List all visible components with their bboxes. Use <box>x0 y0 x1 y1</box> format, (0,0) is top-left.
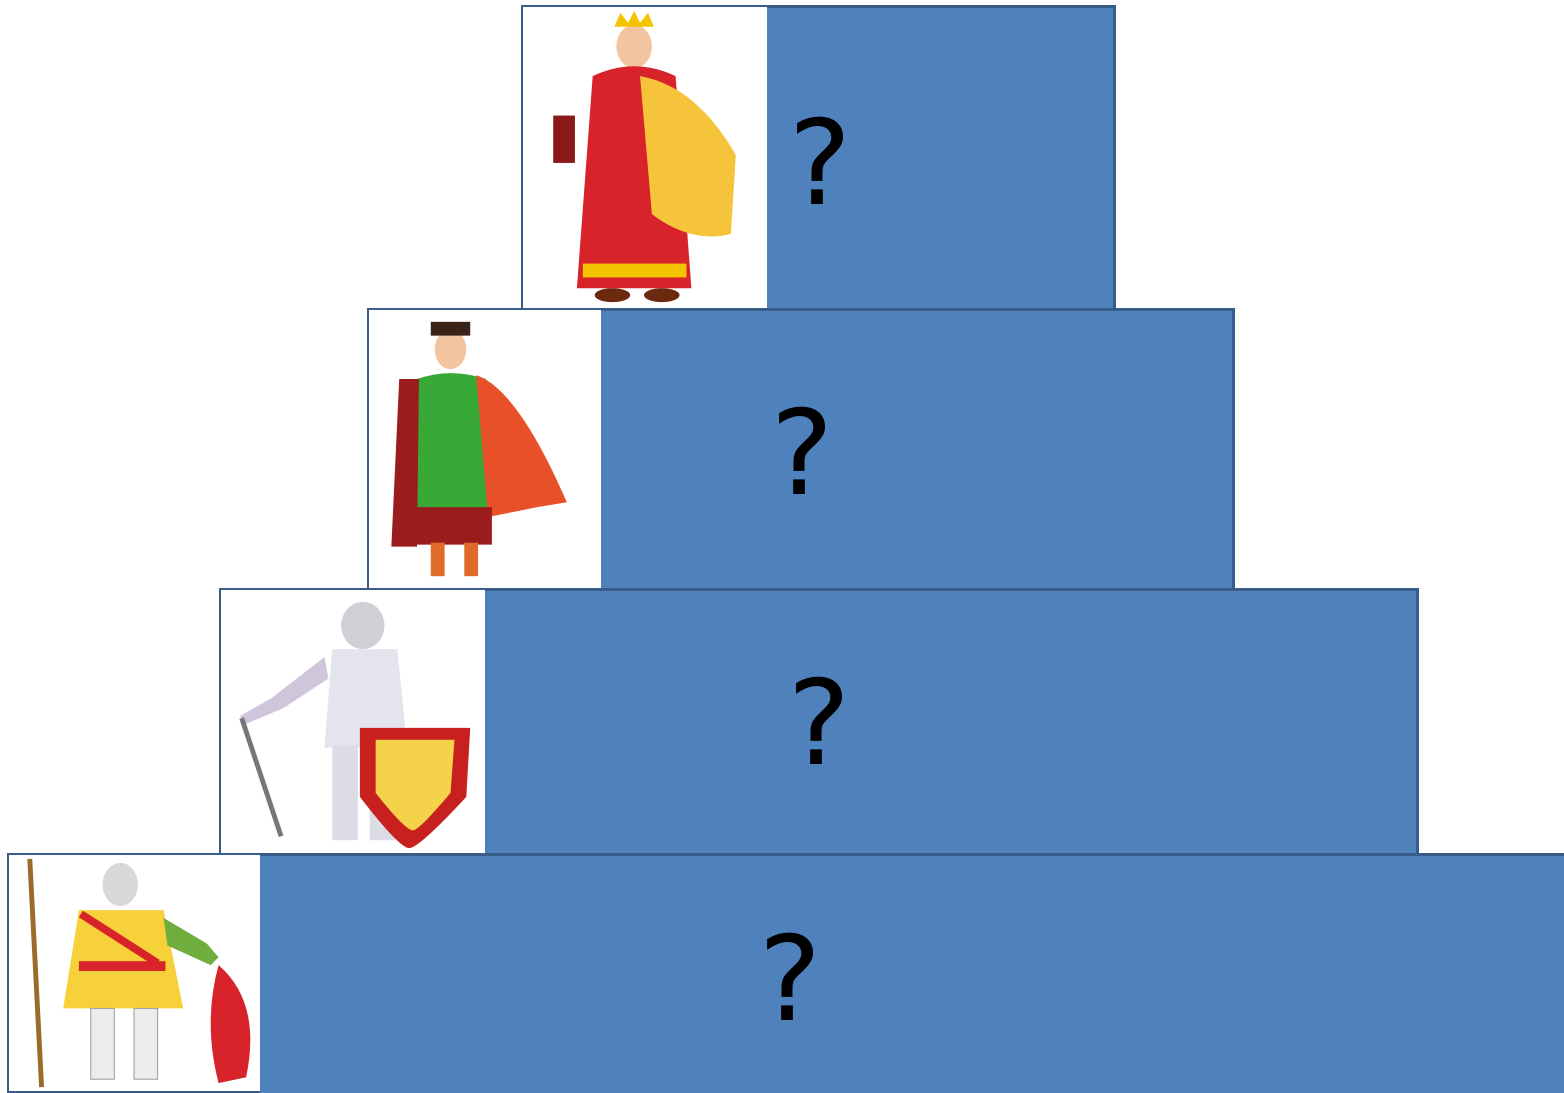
tier-3-box <box>485 588 1419 856</box>
tier-4-box <box>260 853 1564 1093</box>
king-figure-icon <box>521 5 767 311</box>
tier-2-box <box>601 308 1235 591</box>
tier-2-label: ? <box>771 394 834 512</box>
soldier-figure-icon <box>7 853 260 1093</box>
tier-1-label: ? <box>789 104 852 222</box>
tier-4-label: ? <box>759 920 822 1038</box>
lord-figure-icon <box>367 308 601 591</box>
tier-3-label: ? <box>788 664 851 782</box>
knight-figure-icon <box>219 588 485 856</box>
